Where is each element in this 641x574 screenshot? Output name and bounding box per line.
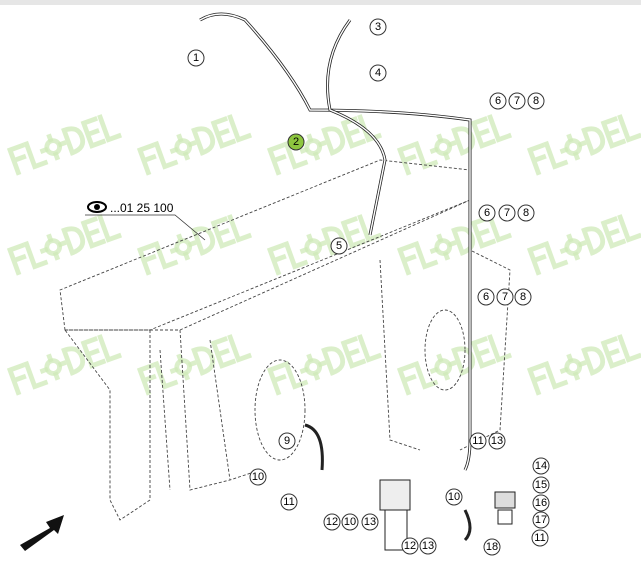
callout-18[interactable]: 18: [483, 538, 501, 556]
callout-6[interactable]: 6: [478, 204, 496, 222]
callout-11[interactable]: 11: [280, 493, 298, 511]
watermark-logo: [10, 113, 119, 172]
watermark-logo: [530, 213, 639, 272]
reference-note[interactable]: ...01 25 100: [85, 201, 206, 241]
watermark-logo: [10, 333, 119, 392]
watermark-logo: [530, 113, 639, 172]
callout-number: 7: [504, 207, 510, 219]
callout-16[interactable]: 16: [532, 494, 550, 512]
callout-6[interactable]: 6: [489, 92, 507, 110]
callout-8[interactable]: 8: [517, 204, 535, 222]
watermark-logo: [400, 213, 509, 272]
watermark-logo: [140, 213, 249, 272]
watermark-logo: [10, 213, 119, 272]
callout-number: 6: [483, 291, 489, 303]
callout-number: 11: [534, 532, 545, 544]
callout-1[interactable]: 1: [187, 49, 205, 67]
direction-arrow: [20, 515, 64, 551]
callout-7[interactable]: 7: [496, 288, 514, 306]
fuel-filter: [379, 479, 516, 551]
callout-2[interactable]: 2: [287, 133, 305, 151]
callout-4[interactable]: 4: [369, 64, 387, 82]
callout-number: 11: [283, 496, 294, 508]
callout-10[interactable]: 10: [249, 468, 267, 486]
callout-number: 1: [193, 52, 199, 64]
callout-7[interactable]: 7: [508, 92, 526, 110]
callout-number: 13: [364, 516, 376, 528]
watermark-logo: [140, 333, 249, 392]
callout-13[interactable]: 13: [361, 513, 379, 531]
watermark-logo: [530, 333, 639, 392]
callout-3[interactable]: 3: [369, 18, 387, 36]
callout-13[interactable]: 13: [488, 432, 506, 450]
callout-number: 4: [375, 67, 381, 79]
callout-number: 6: [484, 207, 490, 219]
callout-number: 7: [502, 291, 508, 303]
callout-number: 18: [486, 541, 498, 553]
callout-15[interactable]: 15: [532, 476, 550, 494]
callout-number: 13: [422, 540, 434, 552]
callout-number: 2: [293, 136, 299, 148]
reference-text: ...01 25 100: [110, 201, 174, 215]
callout-number: 15: [535, 479, 547, 491]
callout-14[interactable]: 14: [532, 457, 550, 475]
callout-number: 9: [284, 435, 290, 447]
callout-10[interactable]: 10: [341, 513, 359, 531]
callout-number: 11: [472, 435, 483, 447]
callout-number: 6: [495, 95, 501, 107]
callout-6[interactable]: 6: [477, 288, 495, 306]
callout-8[interactable]: 8: [527, 92, 545, 110]
callout-number: 5: [336, 240, 342, 252]
callout-number: 8: [533, 95, 539, 107]
callout-17[interactable]: 17: [532, 511, 550, 529]
callout-number: 16: [535, 497, 547, 509]
callout-7[interactable]: 7: [498, 204, 516, 222]
header-bar: [0, 0, 641, 5]
callout-number: 12: [326, 516, 338, 528]
callout-number: 8: [523, 207, 529, 219]
watermark-logo: [270, 213, 379, 272]
callout-number: 8: [520, 291, 526, 303]
callout-number: 13: [491, 435, 503, 447]
callout-10[interactable]: 10: [445, 488, 463, 506]
callout-number: 12: [404, 540, 416, 552]
watermark-logo: [400, 333, 509, 392]
watermark-logo: [270, 113, 379, 172]
callout-number: 10: [252, 471, 264, 483]
callout-number: 14: [535, 460, 547, 472]
callout-13[interactable]: 13: [419, 537, 437, 555]
watermarks: [10, 113, 639, 392]
callout-5[interactable]: 5: [330, 237, 348, 255]
callout-11[interactable]: 11: [469, 432, 487, 450]
callout-9[interactable]: 9: [278, 432, 296, 450]
callout-number: 7: [514, 95, 520, 107]
watermark-logo: [270, 333, 379, 392]
callout-number: 3: [375, 21, 381, 33]
callout-number: 10: [344, 516, 356, 528]
fuel-lines: [189, 12, 472, 542]
callout-number: 10: [448, 491, 460, 503]
callout-12[interactable]: 12: [401, 537, 419, 555]
callout-11[interactable]: 11: [531, 529, 549, 547]
callout-8[interactable]: 8: [514, 288, 532, 306]
callout-12[interactable]: 12: [323, 513, 341, 531]
callout-number: 17: [535, 514, 547, 526]
watermark-logo: [140, 113, 249, 172]
